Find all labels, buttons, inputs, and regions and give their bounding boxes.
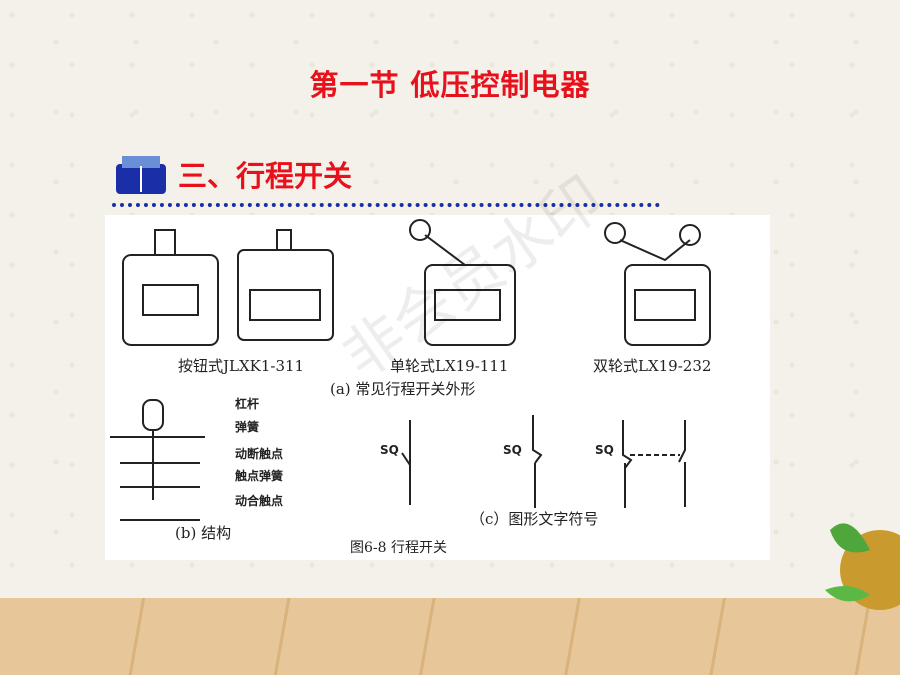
housing-drawing (237, 229, 334, 341)
part-label: 触点弹簧 (235, 469, 284, 483)
figure-caption: 图6-8 行程开关 (350, 540, 447, 556)
part-label: 动合触点 (235, 494, 284, 508)
part-label: 杠杆 (235, 397, 260, 411)
double-wheel-drawing (604, 222, 711, 346)
part-label: 动断触点 (235, 447, 284, 461)
structure-drawing (110, 399, 205, 521)
type-label: 双轮式LX19-232 (593, 357, 712, 375)
divider (112, 203, 660, 207)
slide-title: 第一节 低压控制电器 (309, 68, 591, 102)
symbol-no (532, 415, 543, 508)
caption-a: (a) 常见行程开关外形 (330, 380, 476, 398)
figure-travel-switch: 按钮式JLXK1-311 单轮式LX19-111 双轮式LX19-232 (a)… (105, 215, 770, 560)
teapot-decoration (825, 523, 900, 610)
single-wheel-drawing (409, 219, 516, 346)
symbol-nc (401, 420, 411, 505)
type-label: 按钮式JLXK1-311 (178, 357, 305, 375)
part-label: 弹簧 (235, 420, 260, 434)
type-label: 单轮式LX19-111 (390, 357, 509, 375)
section-heading: 三、行程开关 (112, 152, 352, 196)
symbol-label: SQ (380, 443, 399, 457)
wooden-floor (0, 598, 900, 675)
book-icon (116, 156, 166, 194)
switch-drawings (110, 219, 711, 521)
section-title: 三、行程开关 (178, 159, 353, 193)
caption-b: (b) 结构 (175, 524, 232, 542)
button-switch-drawing (122, 229, 219, 346)
caption-c: （c）图形文字符号 (470, 510, 599, 528)
symbol-label: SQ (595, 443, 614, 457)
symbol-combined (622, 420, 686, 508)
symbol-label: SQ (503, 443, 522, 457)
